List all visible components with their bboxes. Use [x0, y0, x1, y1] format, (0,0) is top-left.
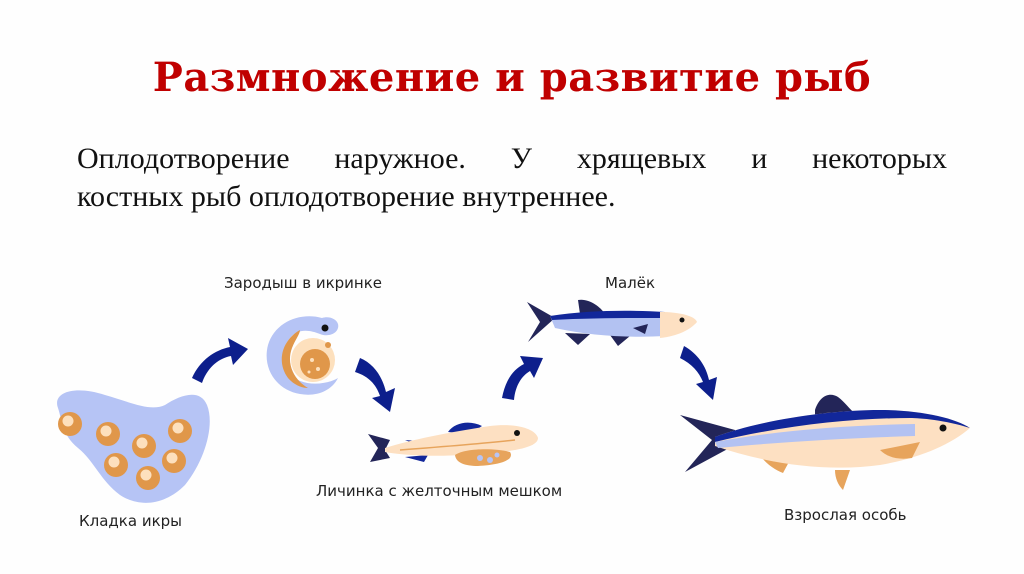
- stage-label-fry: Малёк: [605, 274, 656, 292]
- stage-label-adult: Взрослая особь: [784, 506, 907, 524]
- paragraph-line-2: костных рыб оплодотворение внутреннее.: [77, 180, 616, 213]
- fry-illustration: [527, 299, 697, 346]
- larva-illustration: [368, 422, 538, 466]
- slide-title: Размножение и развитие рыб: [152, 54, 872, 101]
- adult-fish-illustration: [680, 394, 970, 490]
- stage-label-eggs: Кладка икры: [79, 512, 182, 530]
- arrow-icon: [192, 338, 248, 383]
- arrow-icon: [502, 356, 543, 400]
- arrow-icon: [680, 346, 717, 400]
- slide-paragraph: Оплодотворение наружное. У хрящевых и не…: [77, 140, 947, 216]
- embryo-illustration: [266, 316, 339, 395]
- egg-clutch-illustration: [57, 390, 210, 503]
- stage-label-embryo: Зародыш в икринке: [224, 274, 382, 292]
- stage-label-larva: Личинка с желточным мешком: [316, 482, 563, 500]
- arrow-icon: [355, 358, 395, 412]
- paragraph-line-1: Оплодотворение наружное. У хрящевых и не…: [77, 142, 947, 175]
